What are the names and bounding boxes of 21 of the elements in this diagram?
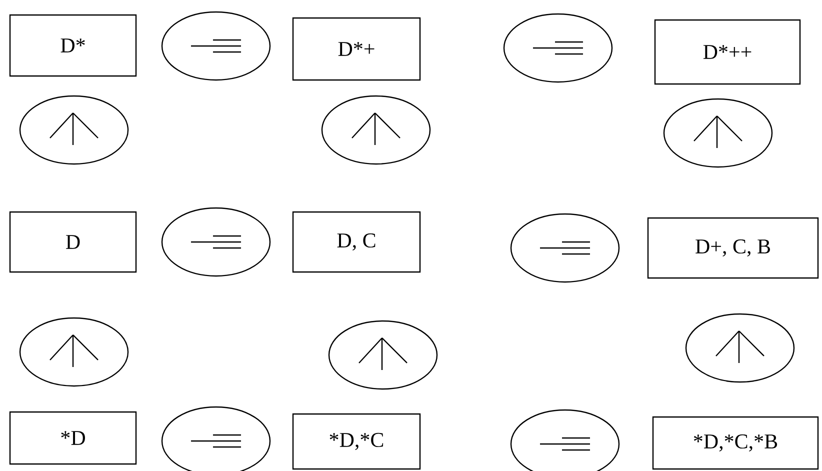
- text-box: D*+: [292, 17, 421, 81]
- ellipse-symbol: [161, 406, 271, 471]
- ellipse-symbol: [161, 207, 271, 277]
- text-box: D*: [9, 14, 137, 77]
- ellipse-symbol: [321, 95, 431, 165]
- text-box: *D: [9, 411, 137, 465]
- ellipse-symbol: [19, 317, 129, 387]
- ellipse-symbol: [328, 320, 438, 390]
- ellipse-symbol: [503, 13, 613, 83]
- ellipse-symbol: [510, 213, 620, 283]
- text-box: D+, C, B: [647, 217, 819, 279]
- text-box: *D,*C,*B: [652, 416, 819, 470]
- ellipse-symbol: [161, 11, 271, 81]
- text-box: D, C: [292, 211, 421, 273]
- ellipse-symbol: [510, 409, 620, 471]
- ellipse-symbol: [19, 95, 129, 165]
- ellipse-symbol: [685, 313, 795, 383]
- text-box: D*++: [654, 19, 801, 85]
- ellipse-symbol: [663, 98, 773, 168]
- text-box: *D,*C: [292, 413, 421, 470]
- text-box: D: [9, 211, 137, 273]
